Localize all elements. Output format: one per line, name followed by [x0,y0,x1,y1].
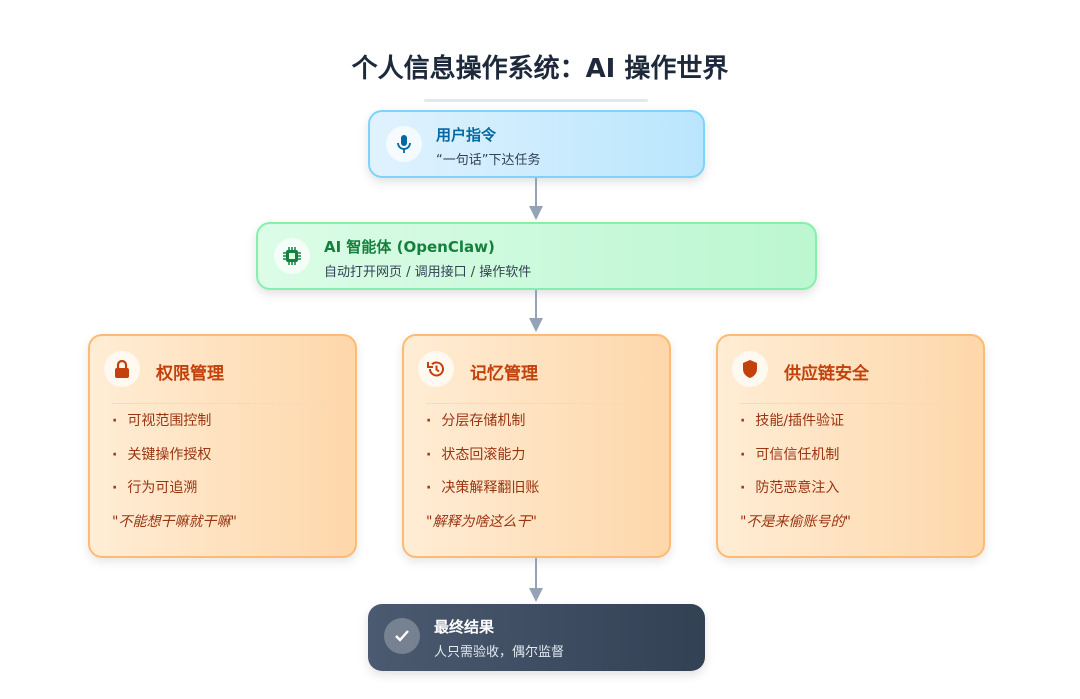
card-divider [740,403,961,404]
card-divider [426,403,647,404]
card-item: 防范恶意注入 [740,477,844,511]
card-item: 可信信任机制 [740,444,844,478]
card-item: 状态回滚能力 [426,444,539,478]
lock-icon [104,351,140,387]
node-subtitle: 自动打开网页 / 调用接口 / 操作软件 [324,265,532,280]
arrow-down [529,558,543,602]
card-item: 分层存储机制 [426,410,539,444]
node-title: 用户指令 [436,126,497,144]
node-subtitle: “一句话”下达任务 [436,153,541,168]
user-command-node: 用户指令 “一句话”下达任务 [368,110,705,178]
card-item: 行为可追溯 [112,477,211,511]
card-quote: "解释为啥这么干" [426,514,537,530]
card-item: 关键操作授权 [112,444,211,478]
title-divider [424,99,648,102]
arrow-down [529,178,543,220]
card-memory: 记忆管理 分层存储机制 状态回滚能力 决策解释翻旧账 "解释为啥这么干" [402,334,671,558]
check-icon [384,618,420,654]
card-quote: "不是来偷账号的" [740,514,851,530]
shield-icon [732,351,768,387]
card-quote: "不能想干嘛就干嘛" [112,514,237,530]
node-title: AI 智能体 (OpenClaw) [324,238,495,256]
card-supply-chain: 供应链安全 技能/插件验证 可信信任机制 防范恶意注入 "不是来偷账号的" [716,334,985,558]
card-permission: 权限管理 可视范围控制 关键操作授权 行为可追溯 "不能想干嘛就干嘛" [88,334,357,558]
microphone-icon [386,126,422,162]
card-title: 记忆管理 [470,364,538,384]
chip-icon [274,238,310,274]
card-item: 技能/插件验证 [740,410,844,444]
node-title: 最终结果 [434,618,495,636]
ai-agent-node: AI 智能体 (OpenClaw) 自动打开网页 / 调用接口 / 操作软件 [256,222,817,290]
card-title: 权限管理 [156,364,224,384]
history-icon [418,351,454,387]
card-item: 可视范围控制 [112,410,211,444]
node-subtitle: 人只需验收，偶尔监督 [434,645,565,660]
final-result-node: 最终结果 人只需验收，偶尔监督 [368,604,705,671]
card-divider [112,403,333,404]
page-title: 个人信息操作系统：AI 操作世界 [351,54,729,84]
card-item: 决策解释翻旧账 [426,477,539,511]
card-title: 供应链安全 [784,364,869,384]
arrow-down [529,290,543,332]
